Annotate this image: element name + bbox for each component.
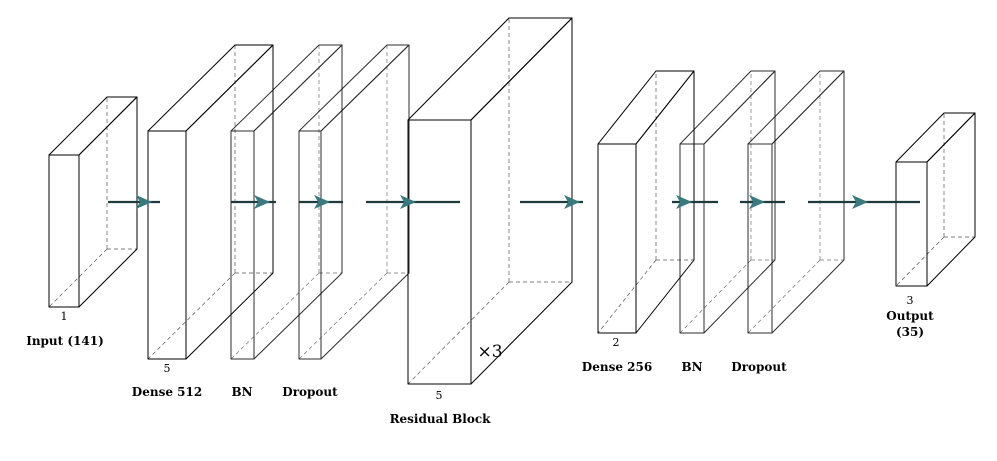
label-dropout-1: Dropout [282, 385, 338, 399]
layer-box-dense256 [597, 70, 695, 334]
arrow-head-3 [314, 195, 330, 209]
layer-boxes [48, 17, 976, 385]
label-residual-block: Residual Block [390, 412, 492, 426]
layer-box-dropout1 [298, 44, 410, 360]
flow-arrows [108, 195, 920, 209]
dim-residual: 5 [436, 389, 443, 402]
arrow-head-4 [400, 195, 416, 209]
dim-dense-512: 5 [164, 362, 171, 375]
arrow-head-2 [254, 195, 270, 209]
label-bn-1: BN [231, 385, 252, 399]
layer-box-dense512 [147, 44, 274, 360]
label-dense-512: Dense 512 [132, 385, 202, 399]
label-bn-2: BN [681, 360, 702, 374]
arrow-head-6 [676, 195, 692, 209]
layer-box-bn1 [230, 44, 343, 360]
label-output-line-1: Output [886, 309, 934, 323]
label-input: Input (141) [26, 334, 104, 348]
layer-box-dropout2 [747, 70, 845, 334]
dim-output: 3 [907, 294, 914, 307]
residual-repeat-marker: ×3 [477, 342, 502, 362]
arrow-head-7 [749, 195, 765, 209]
label-dense-256: Dense 256 [582, 360, 652, 374]
layer-box-output [895, 112, 976, 287]
layer-labels: Input (141) Dense 512 BN Dropout Residua… [26, 294, 934, 426]
dim-input: 1 [61, 310, 68, 323]
arrow-head-1 [136, 195, 152, 209]
layer-box-residual [407, 17, 573, 385]
dim-dense-256: 2 [613, 336, 620, 349]
label-dropout-2: Dropout [731, 360, 787, 374]
arrow-head-5 [564, 195, 580, 209]
layer-box-input [48, 96, 138, 308]
layer-box-bn2 [679, 70, 776, 334]
label-output-line-2: (35) [896, 325, 924, 339]
arrow-head-8 [852, 195, 868, 209]
